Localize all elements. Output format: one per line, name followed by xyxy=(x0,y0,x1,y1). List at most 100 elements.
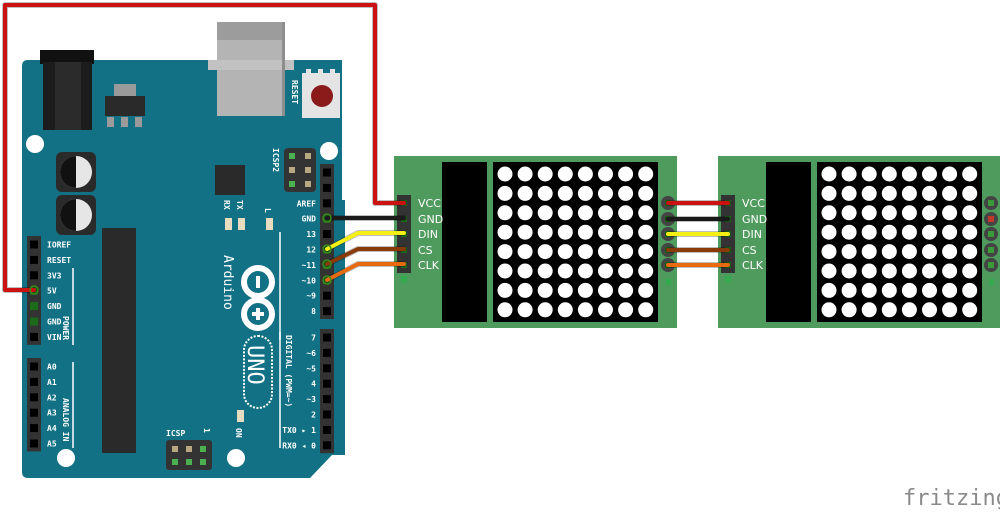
header-pin[interactable] xyxy=(323,425,331,434)
led-dot xyxy=(922,166,937,182)
max7219-chip xyxy=(442,162,487,322)
led-dot xyxy=(942,302,958,318)
led-dot xyxy=(962,244,978,260)
header-pin[interactable] xyxy=(30,240,38,249)
led-dot xyxy=(577,166,593,182)
led-dot xyxy=(577,263,593,279)
clk-wire[interactable] xyxy=(325,262,406,282)
led-dot xyxy=(901,263,917,279)
header-pin[interactable] xyxy=(323,307,331,316)
rx-led: RX xyxy=(222,200,232,230)
header-pin[interactable] xyxy=(30,317,38,326)
header-pin[interactable] xyxy=(30,255,38,264)
header-pin[interactable] xyxy=(30,393,38,402)
header-pin[interactable] xyxy=(323,230,331,239)
module-pin[interactable] xyxy=(988,216,994,222)
mounting-hole xyxy=(227,449,245,467)
header-pin[interactable] xyxy=(30,424,38,433)
led-dot xyxy=(901,185,917,201)
header-pin[interactable] xyxy=(30,408,38,417)
led-dot xyxy=(922,263,937,279)
pin-label: 8 xyxy=(311,307,316,316)
pin-label: 13 xyxy=(306,230,316,239)
header-pin[interactable] xyxy=(323,168,331,177)
led-dot xyxy=(638,302,654,318)
module-pin-label: DIN xyxy=(742,228,762,241)
wire-endpoint xyxy=(29,285,39,295)
led-dot xyxy=(881,166,897,182)
led-dot xyxy=(638,185,654,201)
led-dot xyxy=(881,244,897,260)
mounting-hole xyxy=(57,449,75,467)
led-dot xyxy=(881,302,897,318)
led-dot xyxy=(901,224,917,240)
header-pin[interactable] xyxy=(30,302,38,311)
module-pin[interactable] xyxy=(988,247,994,253)
led-dot xyxy=(922,302,937,318)
pin-label: 7 xyxy=(311,334,316,343)
header-pin[interactable] xyxy=(30,271,38,280)
module-pin[interactable] xyxy=(988,200,994,206)
led-dot xyxy=(497,166,513,182)
led-dot xyxy=(618,224,634,240)
header-pin[interactable] xyxy=(323,364,331,373)
tx-label: TX xyxy=(235,200,244,210)
led-dot xyxy=(861,224,877,240)
led-dot xyxy=(901,244,917,260)
header-pin[interactable] xyxy=(30,377,38,386)
rx-label: RX xyxy=(222,200,231,210)
led-dot xyxy=(517,205,533,221)
led-dot xyxy=(942,224,958,240)
led-dot xyxy=(517,224,533,240)
icsp2-header: ICSP2 xyxy=(271,148,316,192)
led-dot xyxy=(942,282,958,298)
led-dot xyxy=(577,244,593,260)
led-dot xyxy=(598,263,613,279)
header-pin[interactable] xyxy=(323,395,331,404)
header-pin[interactable] xyxy=(323,410,331,419)
led-dot xyxy=(861,205,877,221)
led-dot xyxy=(881,263,897,279)
led-dot xyxy=(618,282,634,298)
fritzing-watermark: fritzing xyxy=(903,486,1000,511)
header-pin[interactable] xyxy=(323,199,331,208)
on-led: ON xyxy=(234,410,244,438)
capacitor xyxy=(56,195,96,235)
header-pin[interactable] xyxy=(323,183,331,192)
pin-label: ~10 xyxy=(302,276,317,285)
header-pin[interactable] xyxy=(323,379,331,388)
led-dot xyxy=(557,205,573,221)
reset-button[interactable]: RESET xyxy=(290,69,340,118)
pin-label: 2 xyxy=(311,411,316,420)
atmega-chip xyxy=(102,228,136,453)
power-jack xyxy=(40,50,94,130)
header-pin[interactable] xyxy=(30,362,38,371)
vcc-wire[interactable] xyxy=(3,3,406,292)
pin-label: GND xyxy=(302,215,317,224)
wire-endpoint xyxy=(322,244,332,254)
header-pin[interactable] xyxy=(30,439,38,448)
cs-wire[interactable] xyxy=(325,247,406,266)
led-dot xyxy=(577,282,593,298)
header-pin[interactable] xyxy=(323,348,331,357)
led-dot xyxy=(557,282,573,298)
tx-led: TX xyxy=(235,200,245,230)
led-dot xyxy=(901,166,917,182)
header-pin[interactable] xyxy=(323,333,331,342)
header-pin[interactable] xyxy=(323,291,331,300)
header-pin[interactable] xyxy=(323,441,331,450)
pin-label: A4 xyxy=(47,424,57,433)
led-dot xyxy=(598,166,613,182)
module-pin[interactable] xyxy=(988,262,994,268)
din-wire[interactable] xyxy=(325,231,406,251)
led-dot xyxy=(922,205,937,221)
pin-label: 5V xyxy=(47,287,57,296)
arduino-uno-board[interactable]: RESET ICSP2 RX xyxy=(22,22,345,478)
led-dot xyxy=(942,185,958,201)
header-pin[interactable] xyxy=(30,332,38,341)
led-dot xyxy=(638,205,654,221)
module-pin[interactable] xyxy=(988,231,994,237)
led-dot xyxy=(881,282,897,298)
